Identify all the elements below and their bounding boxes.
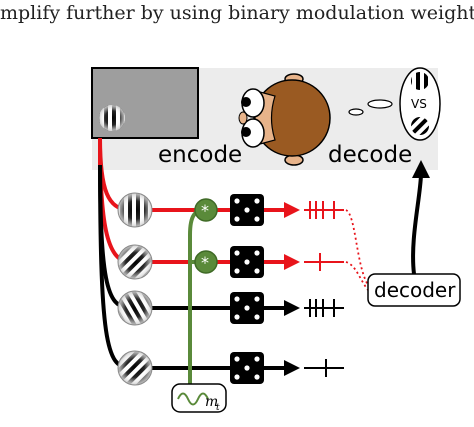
multiply-node-1 [194, 198, 218, 222]
gabor-filter-4 [117, 350, 153, 386]
gabor-filter-1 [117, 192, 153, 228]
modulator-path [188, 208, 207, 385]
encode-label: encode [158, 142, 242, 168]
decoder-label: decoder [374, 278, 456, 302]
dice-icon-2 [230, 246, 264, 278]
dotted-link-1 [345, 209, 369, 286]
modulator-label: m [205, 394, 218, 410]
multiply-symbol-2: * [201, 253, 209, 272]
caption-text: mplify further by using binary modulatio… [0, 2, 474, 24]
spike-train-3 [304, 299, 344, 317]
arrow-head-1 [284, 202, 300, 218]
vs-label: VS [411, 97, 427, 111]
decoder-arrow-head [412, 160, 430, 178]
gabor-filter-2 [117, 244, 153, 280]
spike-train-2 [304, 253, 344, 271]
dice-icon-3 [230, 292, 264, 324]
dotted-link-2 [345, 261, 369, 291]
stimulus-grating-fade [99, 105, 125, 131]
arrow-head-4 [284, 360, 300, 376]
observer-head-icon [238, 73, 331, 166]
gabor-filter-3 [117, 290, 153, 326]
decode-label: decode [328, 142, 412, 168]
dice-icon-1 [230, 194, 264, 226]
choice-grating-oblique [411, 117, 429, 135]
arrow-head-3 [284, 300, 300, 316]
arrow-head-2 [284, 254, 300, 270]
dice-icon-4 [230, 352, 264, 384]
spike-train-1 [304, 201, 344, 219]
thought-bubble-small [348, 108, 364, 116]
multiply-symbol-1: * [201, 201, 209, 220]
thought-bubble-medium [367, 99, 393, 109]
spike-train-4 [304, 359, 344, 377]
multiply-node-2 [194, 250, 218, 274]
thought-bubble-choice [399, 67, 441, 141]
modulator-wave-icon [177, 392, 209, 406]
modulator-subscript: t [216, 403, 220, 413]
decoder-arrow [411, 174, 423, 275]
choice-grating-vertical [411, 72, 429, 90]
